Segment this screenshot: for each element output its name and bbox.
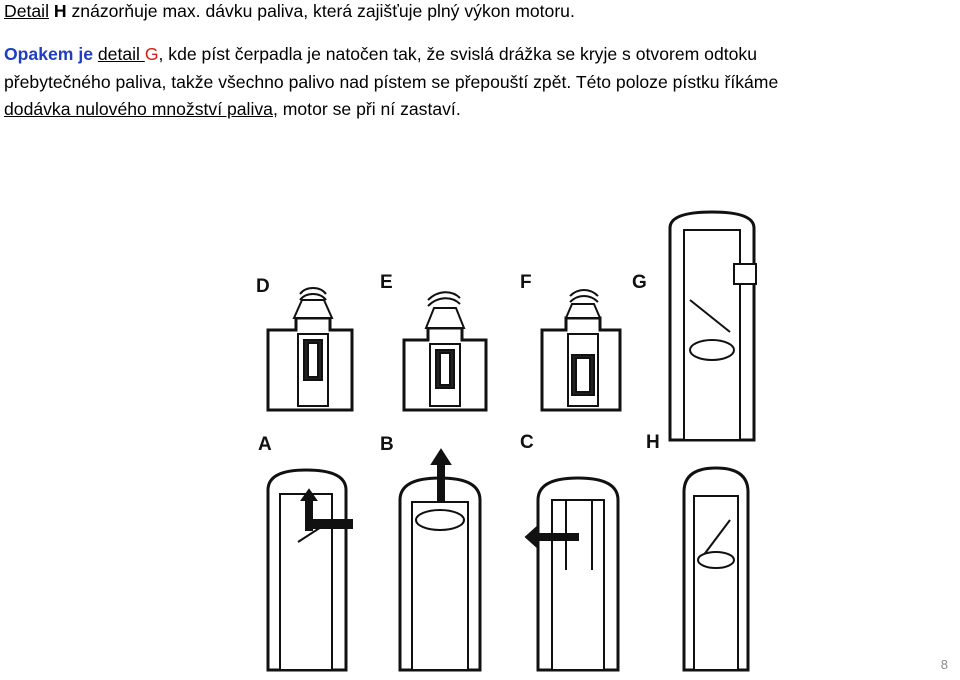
- text-line-4: dodávka nulového množství paliva, motor …: [4, 98, 461, 120]
- label-h: H: [646, 432, 660, 453]
- detail-c-drawing: [524, 476, 620, 672]
- detail-e-drawing: [402, 291, 488, 412]
- text-line-3: přebytečného paliva, takže všechno paliv…: [4, 71, 778, 93]
- detail-g-link: detail: [97, 44, 145, 64]
- label-f: F: [520, 272, 532, 293]
- line-2-text: , kde píst čerpadla je natočen tak, že s…: [158, 44, 758, 64]
- detail-letter-g: G: [144, 44, 159, 64]
- detail-g-drawing: [668, 210, 757, 442]
- label-a: A: [258, 434, 272, 455]
- text-line-2: Opakem je detail G, kde píst čerpadla je…: [4, 43, 757, 65]
- detail-b-drawing: [398, 448, 482, 672]
- detail-h-drawing: [682, 466, 750, 672]
- label-g: G: [632, 272, 647, 293]
- opakem-heading: Opakem je: [4, 44, 93, 64]
- page-number: 8: [940, 657, 948, 672]
- detail-letter-h: H: [53, 1, 67, 21]
- detail-d-drawing: [266, 287, 354, 412]
- detail-a-drawing: [266, 468, 353, 672]
- label-c: C: [520, 432, 534, 453]
- label-e: E: [380, 272, 393, 293]
- line-1-text: znázorňuje max. dávku paliva, která zaji…: [66, 1, 575, 21]
- text-line-1: Detail H znázorňuje max. dávku paliva, k…: [4, 0, 575, 22]
- label-d: D: [256, 276, 270, 297]
- line-4-text: , motor se při ní zastaví.: [272, 99, 461, 119]
- zero-delivery-term: dodávka nulového množství paliva: [4, 99, 273, 119]
- label-b: B: [380, 434, 394, 455]
- detail-f-drawing: [540, 289, 622, 412]
- line-3-text: přebytečného paliva, takže všechno paliv…: [4, 72, 779, 92]
- detail-link: Detail: [4, 1, 49, 21]
